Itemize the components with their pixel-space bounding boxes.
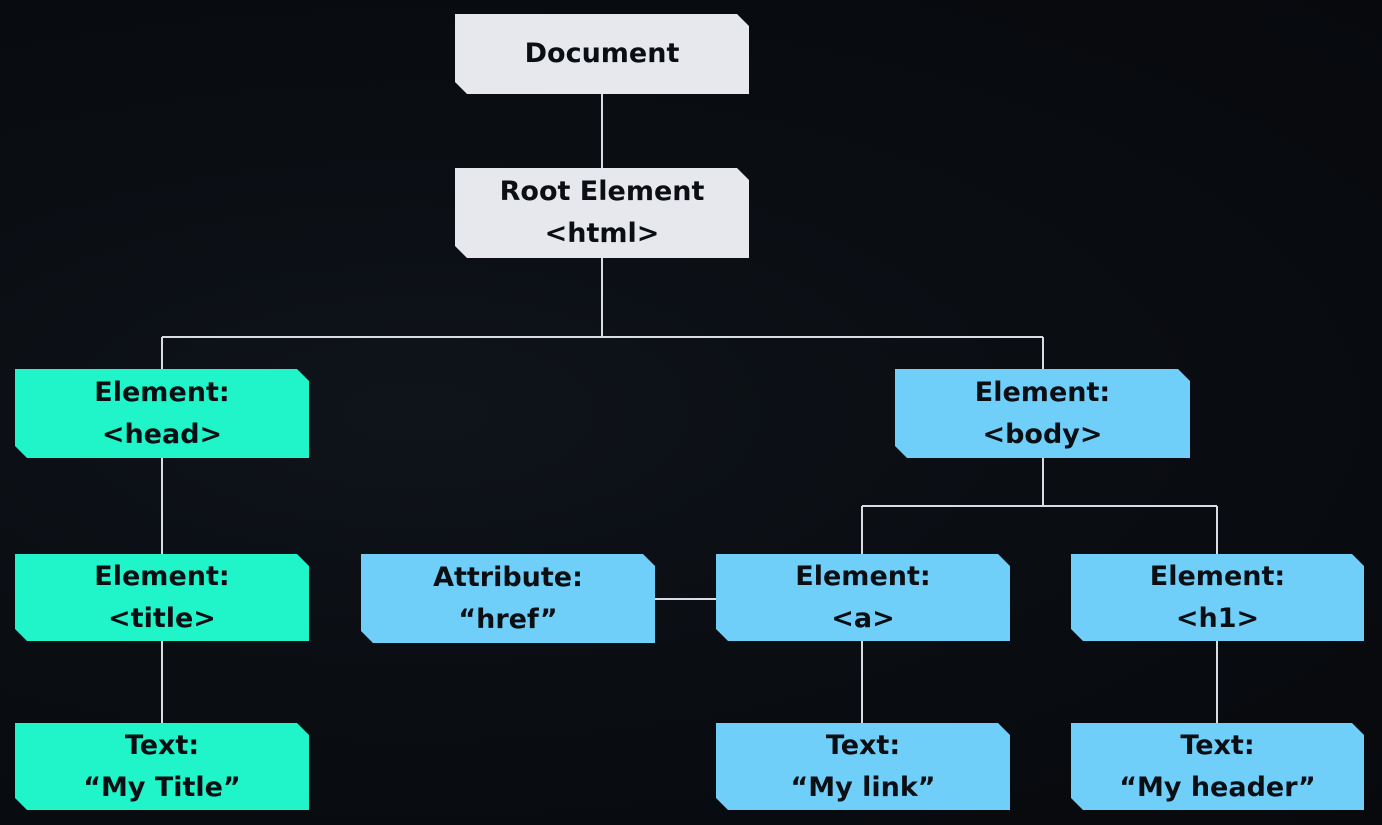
link-text-value: “My link” [790, 771, 936, 803]
root-element-label: Root Element [499, 176, 705, 207]
title-element-node: Element: <title> [15, 554, 309, 641]
head-element-tag: <head> [101, 418, 223, 450]
document-node-label: Document [524, 38, 680, 69]
root-element-node: Root Element <html> [455, 168, 749, 258]
title-text-label: Text: [124, 729, 200, 761]
link-text-label: Text: [825, 729, 901, 761]
title-element-tag: <title> [108, 602, 216, 634]
link-text-node: Text: “My link” [716, 723, 1010, 810]
header-text-label: Text: [1180, 729, 1255, 761]
h1-element-node: Element: <h1> [1071, 554, 1364, 641]
body-element-node: Element: <body> [895, 369, 1190, 458]
header-text-value: “My header” [1119, 771, 1316, 803]
document-node: Document [455, 14, 749, 94]
h1-element-tag: <h1> [1175, 602, 1260, 634]
a-element-tag: <a> [831, 602, 895, 634]
a-element-node: Element: <a> [716, 554, 1010, 641]
href-attribute-label: Attribute: [433, 561, 583, 593]
header-text-node: Text: “My header” [1071, 723, 1364, 810]
body-element-label: Element: [974, 376, 1111, 408]
h1-element-label: Element: [1149, 560, 1286, 592]
href-attribute-node: Attribute: “href” [361, 554, 655, 643]
a-element-label: Element: [795, 560, 931, 592]
href-attribute-value: “href” [458, 603, 558, 635]
title-text-node: Text: “My Title” [15, 723, 309, 810]
title-text-value: “My Title” [83, 771, 241, 803]
title-element-label: Element: [94, 560, 230, 592]
body-element-tag: <body> [982, 418, 1103, 450]
root-element-tag: <html> [544, 218, 660, 249]
head-element-node: Element: <head> [15, 369, 309, 458]
head-element-label: Element: [94, 376, 230, 408]
